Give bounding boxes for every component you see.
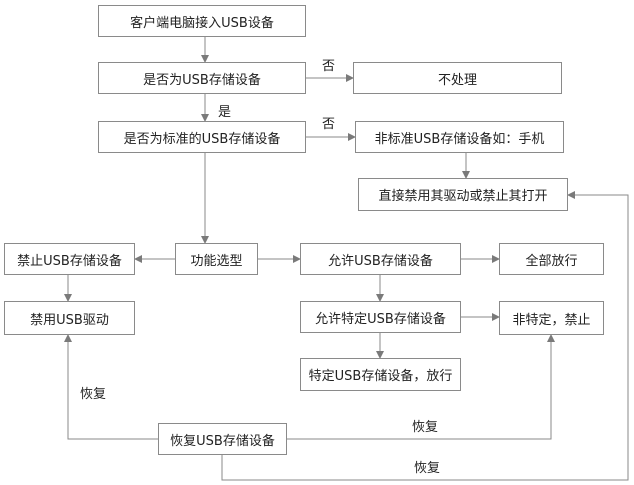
node-start: 客户端电脑接入USB设备 bbox=[98, 5, 306, 37]
node-forbid-storage: 禁止USB存储设备 bbox=[4, 243, 135, 275]
node-disable-driver: 禁用USB驱动 bbox=[4, 301, 135, 335]
edge-label-restore-mid: 恢复 bbox=[412, 420, 439, 435]
node-restore: 恢复USB存储设备 bbox=[158, 423, 287, 455]
node-allow-specific: 允许特定USB存储设备 bbox=[300, 301, 461, 333]
node-specific-pass: 特定USB存储设备，放行 bbox=[300, 358, 461, 391]
edge-restore-to-nonspecific bbox=[287, 334, 555, 440]
node-allow-storage: 允许USB存储设备 bbox=[300, 243, 461, 275]
node-no-process: 不处理 bbox=[353, 62, 562, 94]
edge-restore-to-disabledriver bbox=[64, 334, 158, 440]
edge-label-restore-bottom: 恢复 bbox=[414, 461, 441, 476]
node-is-storage: 是否为USB存储设备 bbox=[98, 62, 306, 94]
node-disable-direct: 直接禁用其驱动或禁止其打开 bbox=[358, 178, 568, 211]
node-function-select: 功能选型 bbox=[175, 243, 258, 275]
edge-restore-to-disabledirect bbox=[221, 191, 629, 481]
edge-label-restore-left: 恢复 bbox=[80, 387, 107, 402]
edge-label-no-1: 否 bbox=[322, 59, 336, 74]
node-allow-all: 全部放行 bbox=[499, 243, 604, 275]
edge-label-yes-1: 是 bbox=[218, 105, 232, 120]
node-is-standard: 是否为标准的USB存储设备 bbox=[98, 121, 306, 153]
edge-label-no-2: 否 bbox=[322, 117, 336, 132]
node-non-specific-block: 非特定，禁止 bbox=[499, 301, 604, 335]
node-non-standard: 非标准USB存储设备如：手机 bbox=[355, 121, 564, 153]
